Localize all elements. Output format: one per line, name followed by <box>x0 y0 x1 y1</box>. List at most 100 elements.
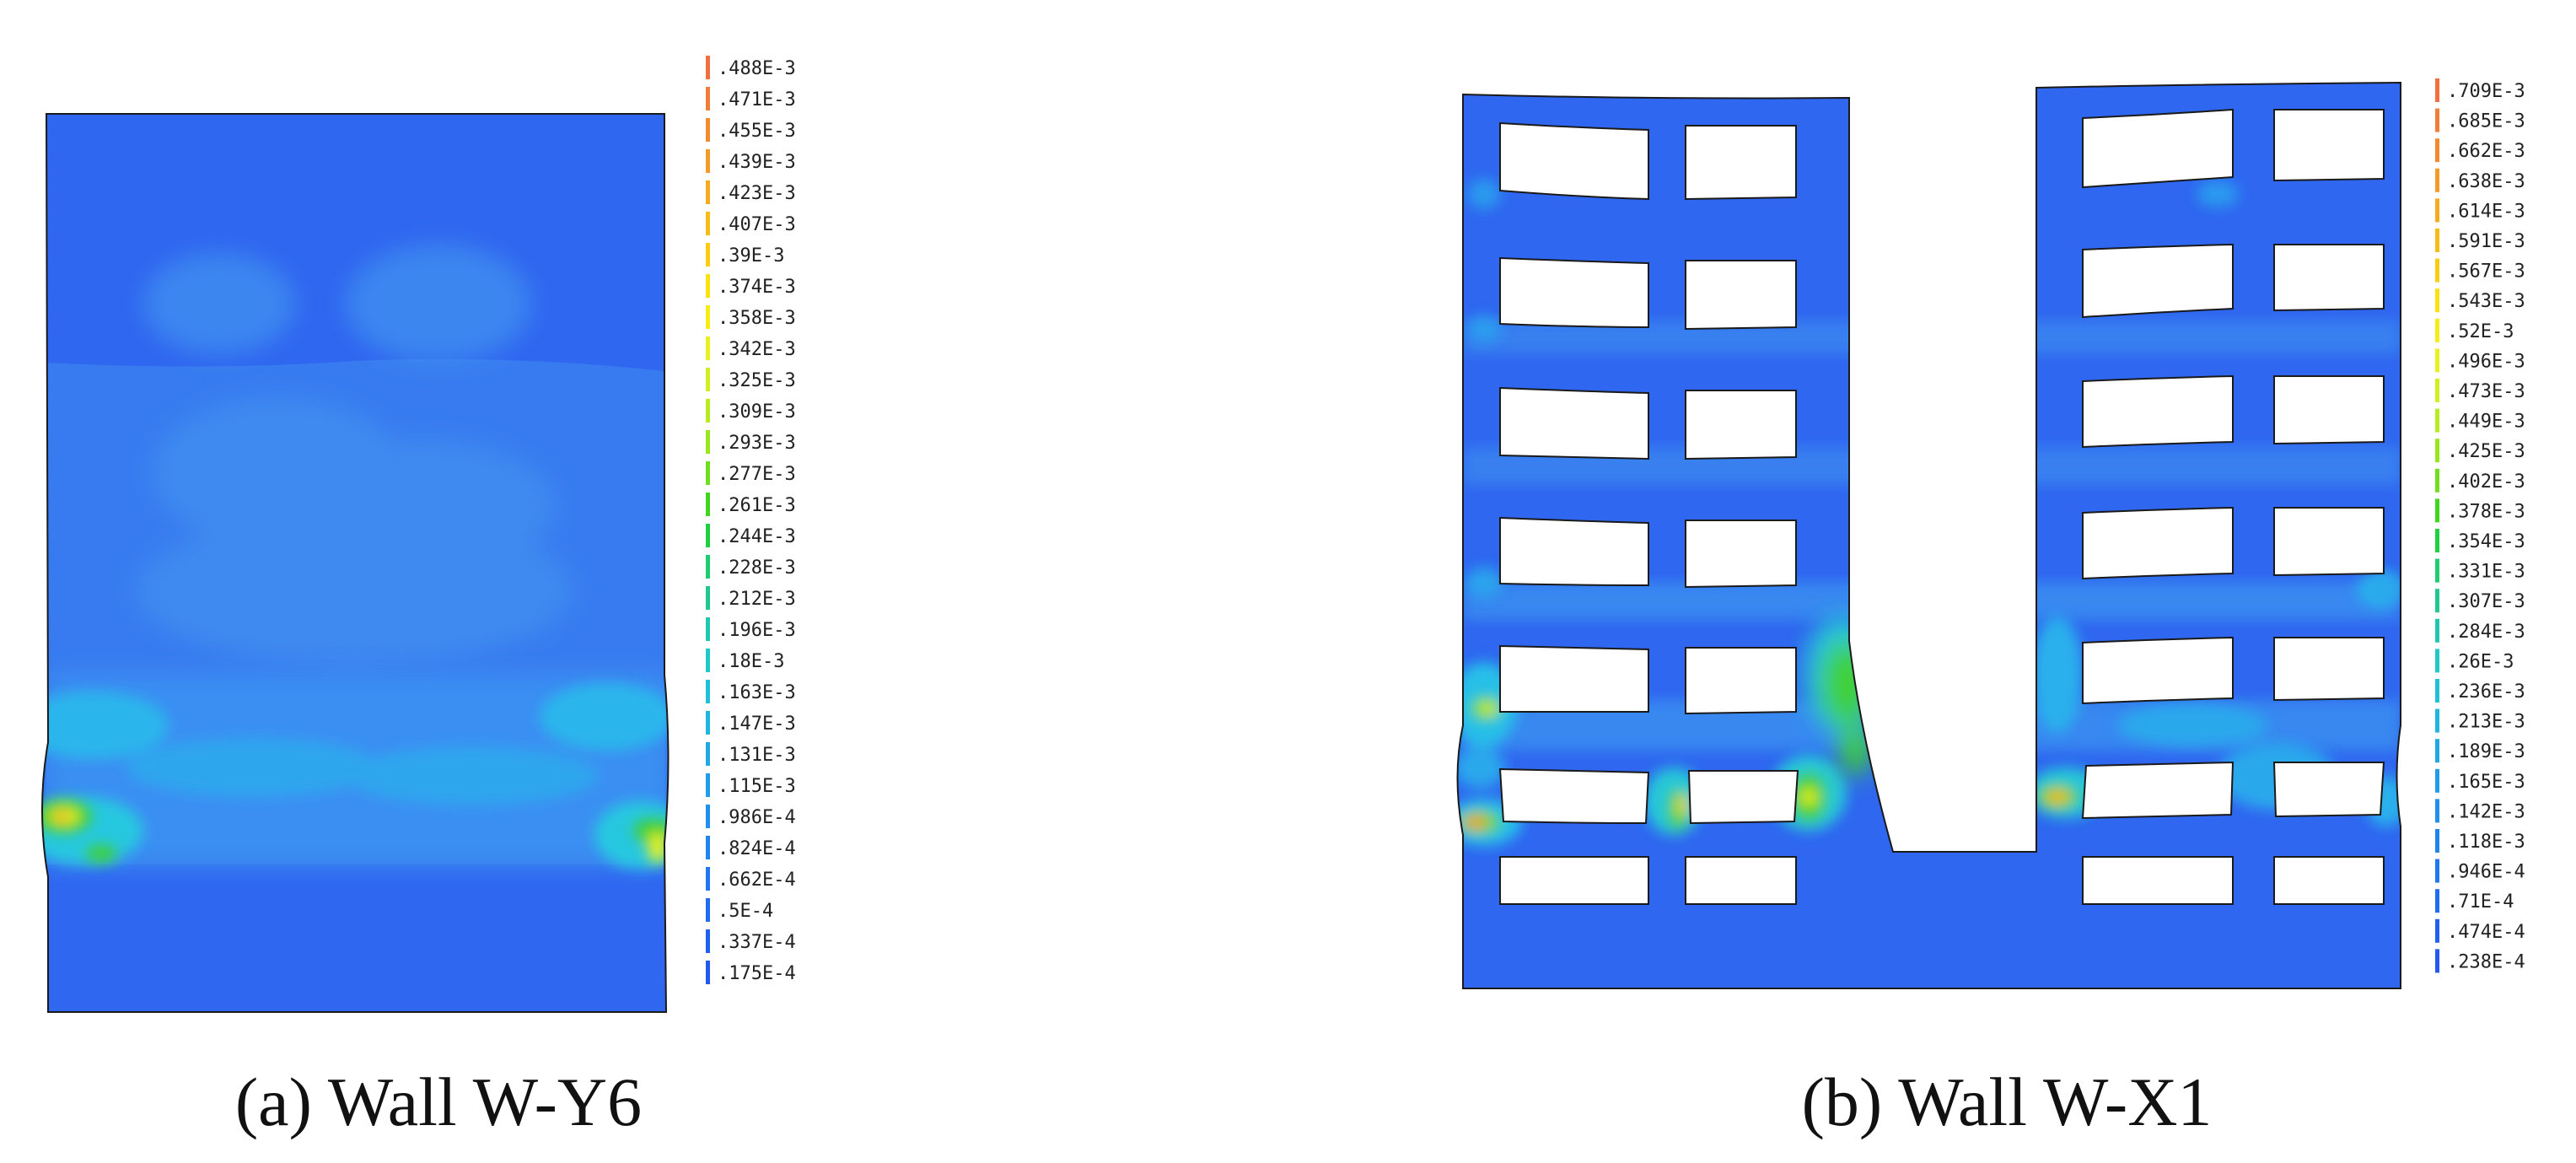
legend-value: .496E-3 <box>2447 351 2525 372</box>
contour-legend-w-x1: .709E-3.685E-3.662E-3.638E-3.614E-3.591E… <box>2435 78 2525 973</box>
legend-value: .71E-4 <box>2447 891 2514 913</box>
legend-value: .238E-4 <box>2447 951 2525 972</box>
panel-wall-w-y6: .488E-3.471E-3.455E-3.439E-3.423E-3.407E… <box>41 56 796 1140</box>
legend-swatch <box>2435 529 2439 552</box>
caption-wall-w-x1: (b) Wall W-X1 <box>1802 1063 2213 1140</box>
legend-swatch <box>2435 108 2439 132</box>
legend-swatch <box>2435 229 2439 252</box>
legend-value: .18E-3 <box>718 651 784 672</box>
legend-value: .488E-3 <box>718 58 796 79</box>
legend-value: .26E-3 <box>2447 651 2514 672</box>
legend-swatch <box>706 399 710 423</box>
legend-value: .228E-3 <box>718 557 796 579</box>
legend-swatch <box>2435 618 2439 643</box>
legend-value: .118E-3 <box>2447 832 2525 853</box>
legend-value: .261E-3 <box>718 495 796 516</box>
legend-swatch <box>706 929 710 953</box>
legend-value: .5E-4 <box>718 901 773 922</box>
legend-value: .175E-4 <box>718 963 796 984</box>
legend-swatch <box>706 368 710 391</box>
legend-swatch <box>2435 768 2439 793</box>
legend-value: .52E-3 <box>2447 321 2514 342</box>
legend-value: .473E-3 <box>2447 381 2525 402</box>
legend-swatch <box>2435 318 2439 342</box>
legend-swatch <box>706 836 710 859</box>
legend-swatch <box>706 243 710 267</box>
legend-value: .946E-4 <box>2447 862 2525 883</box>
legend-value: .709E-3 <box>2447 81 2525 102</box>
legend-swatch <box>706 212 710 235</box>
legend-value: .567E-3 <box>2447 261 2525 283</box>
legend-swatch <box>2435 198 2439 223</box>
legend-swatch <box>2435 468 2439 493</box>
legend-value: .342E-3 <box>718 339 796 360</box>
legend-value: .331E-3 <box>2447 562 2525 583</box>
legend-value: .277E-3 <box>718 464 796 485</box>
window-openings-left <box>1498 121 1799 905</box>
legend-swatch <box>706 773 710 797</box>
legend-value: .439E-3 <box>718 152 796 173</box>
legend-value: .337E-4 <box>718 932 796 953</box>
legend-swatch <box>706 87 710 110</box>
legend-swatch <box>2435 408 2439 433</box>
legend-swatch <box>706 961 710 984</box>
legend-swatch <box>2435 799 2439 823</box>
legend-value: .638E-3 <box>2447 171 2525 192</box>
legend-swatch <box>2435 859 2439 883</box>
legend-value: .163E-3 <box>718 682 796 703</box>
legend-swatch <box>706 711 710 735</box>
legend-value: .115E-3 <box>718 776 796 797</box>
legend-swatch <box>2435 589 2439 613</box>
legend-swatch <box>706 493 710 516</box>
legend-swatch <box>2435 379 2439 402</box>
legend-swatch <box>2435 649 2439 673</box>
legend-swatch <box>2435 679 2439 703</box>
legend-value: .402E-3 <box>2447 471 2525 493</box>
legend-swatch <box>706 742 710 766</box>
legend-swatch <box>2435 889 2439 913</box>
legend-swatch <box>2435 558 2439 583</box>
legend-value: .147E-3 <box>718 713 796 735</box>
legend-value: .449E-3 <box>2447 412 2525 433</box>
window-openings-right <box>2081 108 2385 905</box>
legend-value: .614E-3 <box>2447 201 2525 222</box>
legend-swatch <box>2435 949 2439 973</box>
legend-swatch <box>706 680 710 703</box>
legend-swatch <box>2435 829 2439 853</box>
legend-swatch <box>2435 258 2439 283</box>
legend-value: .374E-3 <box>718 277 796 298</box>
panel-wall-w-x1: .709E-3.685E-3.662E-3.638E-3.614E-3.591E… <box>1456 78 2525 1140</box>
legend-value: .423E-3 <box>718 183 796 204</box>
legend-value: .189E-3 <box>2447 741 2525 762</box>
legend-value: .358E-3 <box>718 308 796 329</box>
legend-swatch <box>706 649 710 672</box>
legend-swatch <box>706 805 710 828</box>
legend-value: .543E-3 <box>2447 291 2525 312</box>
legend-value: .212E-3 <box>718 589 796 610</box>
legend-value: .425E-3 <box>2447 441 2525 462</box>
legend-value: .824E-4 <box>718 838 796 859</box>
legend-swatch <box>706 461 710 485</box>
legend-value: .307E-3 <box>2447 591 2525 612</box>
legend-value: .244E-3 <box>718 526 796 547</box>
legend-swatch <box>706 867 710 891</box>
legend-swatch <box>706 274 710 298</box>
legend-value: .354E-3 <box>2447 531 2525 552</box>
legend-value: .325E-3 <box>718 370 796 391</box>
legend-value: .455E-3 <box>718 121 796 142</box>
legend-swatch <box>2435 739 2439 763</box>
legend-value: .196E-3 <box>718 620 796 641</box>
legend-swatch <box>2435 138 2439 163</box>
legend-swatch <box>706 305 710 329</box>
legend-swatch <box>2435 918 2439 943</box>
legend-value: .213E-3 <box>2447 712 2525 733</box>
legend-value: .471E-3 <box>718 89 796 110</box>
legend-swatch <box>706 430 710 454</box>
legend-value: .378E-3 <box>2447 501 2525 522</box>
legend-value: .591E-3 <box>2447 231 2525 252</box>
legend-swatch <box>2435 288 2439 313</box>
legend-value: .284E-3 <box>2447 622 2525 643</box>
contour-legend-w-y6: .488E-3.471E-3.455E-3.439E-3.423E-3.407E… <box>706 56 796 984</box>
legend-value: .474E-4 <box>2447 922 2525 943</box>
